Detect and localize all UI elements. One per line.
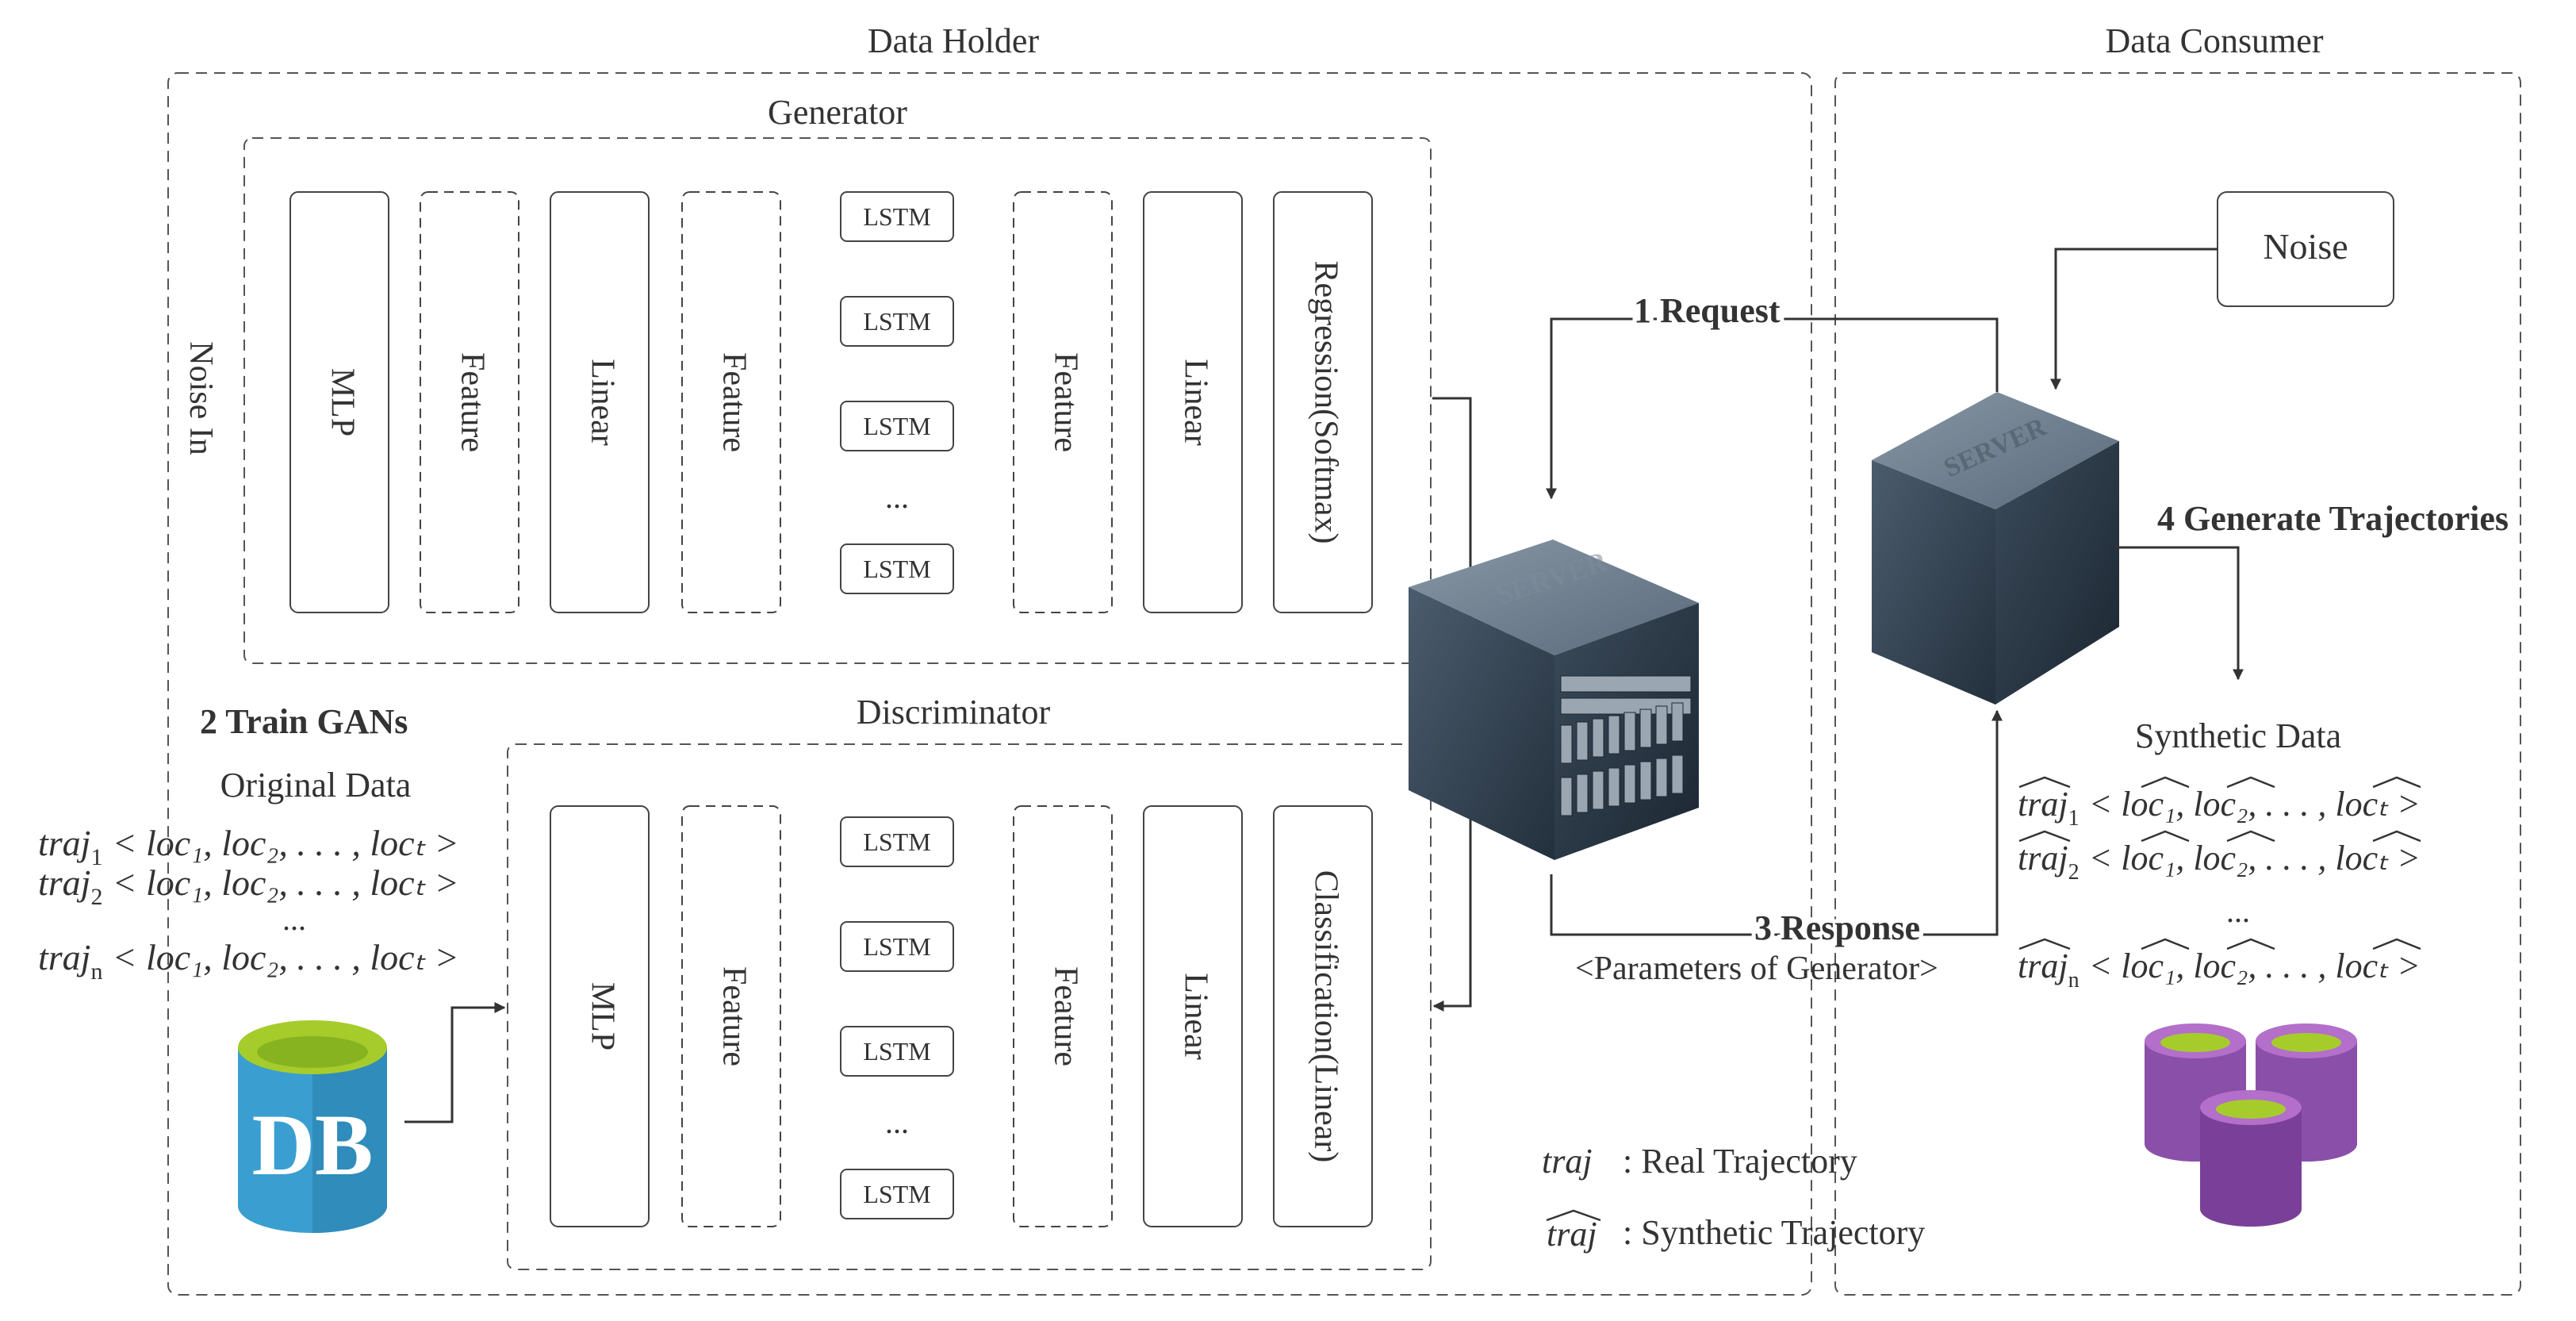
gen-layer-label: Feature xyxy=(454,352,490,452)
server-icon: SERVER xyxy=(1409,540,1699,860)
legend-real-symbol: traj xyxy=(1542,1142,1593,1181)
gen-lstm-label: LSTM xyxy=(863,202,930,231)
generator-frame xyxy=(243,137,1432,664)
gen-layer-box xyxy=(420,191,519,613)
disc-layer-box xyxy=(1143,805,1243,1227)
data-consumer-frame xyxy=(1834,72,2521,1296)
step-response-label: 3 Response xyxy=(1754,908,1920,947)
generator-title: Generator xyxy=(768,93,907,132)
gen-lstm-label: LSTM xyxy=(863,555,930,583)
original-data-rows: traj1< loc₁, loc₂, . . . , locₜ > traj2<… xyxy=(38,823,459,985)
db-to-discriminator-arrow xyxy=(404,1002,506,1123)
disc-layer-box xyxy=(1273,805,1373,1227)
synthetic-data-title: Synthetic Data xyxy=(2135,716,2341,755)
disc-layer-label: Linear xyxy=(1177,973,1213,1060)
data-holder-title: Data Holder xyxy=(868,21,1040,60)
gen-lstm-box xyxy=(840,191,954,242)
disc-lstm-box xyxy=(840,816,954,867)
gen-layer-label: Linear xyxy=(584,359,620,446)
step-generate-label: 4 Generate Trajectories xyxy=(2157,499,2509,538)
gen-layer-label: Linear xyxy=(1177,359,1213,446)
gen-layer-box xyxy=(1143,191,1243,613)
consumer-server-icon: SERVER xyxy=(1872,392,2119,705)
noise-in-label: Noise In xyxy=(182,341,219,455)
gen-layer-box xyxy=(1013,191,1113,613)
legend: traj : Real Trajectory traj : Synthetic … xyxy=(1542,1142,1925,1254)
disc-lstm-box xyxy=(840,1169,954,1219)
gen-layer-box xyxy=(1273,191,1373,613)
disc-layer-label: MLP xyxy=(584,982,620,1050)
request-arrow xyxy=(1546,317,1999,500)
step-response-sub-label: <Parameters of Generator> xyxy=(1575,950,1938,987)
step-request-label: 1 Request xyxy=(1634,291,1781,330)
gen-lstm-label: LSTM xyxy=(863,412,930,440)
disc-layer-label: Feature xyxy=(715,966,752,1066)
generate-arrow xyxy=(2114,546,2244,681)
generator-layers: MLP Feature Linear Feature LSTM LSTM LST… xyxy=(289,191,1373,613)
response-arrow xyxy=(1550,709,2003,936)
legend-hat-mark xyxy=(1546,1209,1601,1222)
database-icon: DB xyxy=(238,1020,387,1233)
disc-lstm-box xyxy=(840,1026,954,1077)
legend-synthetic-text: : Synthetic Trajectory xyxy=(1623,1213,1925,1252)
synthetic-row: traj1< loc₁, loc₂, . . . , locₜ > xyxy=(2018,785,2421,831)
noise-to-server-arrow xyxy=(2050,248,2218,390)
synthetic-row: traj2< loc₁, loc₂, . . . , locₜ > xyxy=(2018,839,2421,885)
disc-layer-label: Feature xyxy=(1047,966,1083,1066)
gen-layer-box xyxy=(550,191,650,613)
synthetic-data-rows: traj1< loc₁, loc₂, . . . , locₜ > traj2<… xyxy=(2018,785,2421,993)
disc-layer-box xyxy=(1013,805,1113,1227)
original-row: trajn< loc₁, loc₂, . . . , locₜ > xyxy=(38,937,459,985)
gen-lstm-ellipsis: ... xyxy=(885,479,909,515)
step-train-label: 2 Train GANs xyxy=(200,702,408,741)
original-ellipsis: ... xyxy=(282,901,306,937)
gen-layer-box xyxy=(681,191,781,613)
legend-synthetic-symbol: traj xyxy=(1547,1215,1597,1254)
gen-layer-label: Feature xyxy=(1047,352,1083,452)
disc-layer-box xyxy=(550,805,650,1227)
gen-layer-label: Regression(Softmax) xyxy=(1307,261,1344,544)
discriminator-frame xyxy=(507,743,1432,1270)
gen-layer-label: Feature xyxy=(715,352,752,452)
disc-lstm-label: LSTM xyxy=(863,828,930,856)
disc-lstm-label: LSTM xyxy=(863,1180,930,1208)
gen-lstm-box xyxy=(840,296,954,347)
discriminator-title: Discriminator xyxy=(857,693,1051,732)
disc-lstm-label: LSTM xyxy=(863,932,930,961)
original-row: traj1< loc₁, loc₂, . . . , locₜ > xyxy=(38,823,459,870)
gen-lstm-box xyxy=(840,543,954,594)
disc-layer-label: Classification(Linear) xyxy=(1307,870,1344,1163)
original-row: traj2< loc₁, loc₂, . . . , locₜ > xyxy=(38,862,459,910)
original-data-title: Original Data xyxy=(220,766,412,805)
gen-layer-box xyxy=(289,191,389,613)
db-label: DB xyxy=(252,1096,374,1193)
gen-lstm-box xyxy=(840,401,954,451)
data-holder-frame xyxy=(167,72,1812,1296)
gen-layer-label: MLP xyxy=(324,368,360,436)
legend-real-text: : Real Trajectory xyxy=(1623,1142,1857,1181)
synthetic-database-icon xyxy=(2145,1023,2357,1227)
synthetic-hat-marks xyxy=(2018,776,2421,950)
gen-lstm-label: LSTM xyxy=(863,307,930,336)
disc-lstm-box xyxy=(840,921,954,972)
noise-label: Noise xyxy=(2263,226,2348,267)
disc-lstm-label: LSTM xyxy=(863,1037,930,1066)
synthetic-row: trajn< loc₁, loc₂, . . . , locₜ > xyxy=(2018,947,2421,993)
disc-layer-box xyxy=(681,805,781,1227)
server-drive-bays xyxy=(1560,675,1692,816)
discriminator-layers: MLP Feature LSTM LSTM LSTM ... LSTM Feat… xyxy=(550,805,1373,1227)
data-consumer-title: Data Consumer xyxy=(2106,21,2324,60)
synthetic-ellipsis: ... xyxy=(2226,893,2250,929)
disc-lstm-ellipsis: ... xyxy=(885,1104,909,1140)
